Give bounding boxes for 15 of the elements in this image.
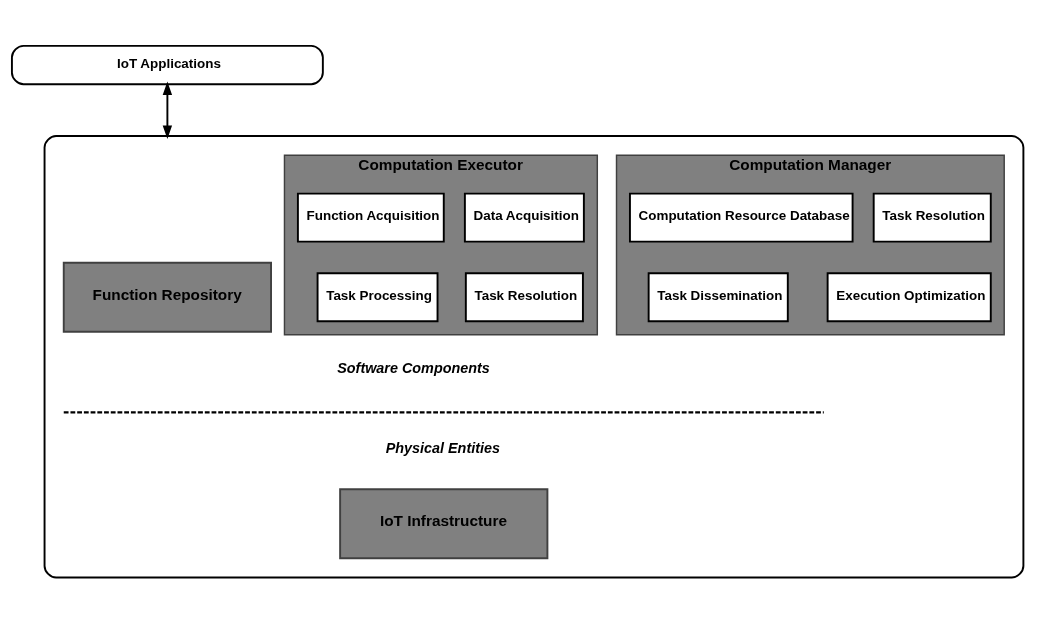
- node-box: Function Acquisition: [296, 192, 445, 243]
- label: Physical Entities: [385, 439, 500, 456]
- cluster: [43, 134, 1025, 578]
- node-box: Data Acquisition: [463, 192, 585, 243]
- node-box: Computation Resource Database: [629, 192, 854, 243]
- node-box: Task Resolution: [464, 271, 584, 322]
- node-box: IoT Infrastructure: [339, 487, 549, 559]
- label: Software Components: [337, 359, 490, 376]
- node-box: IoT Applications: [10, 44, 324, 85]
- node-box: Function Repository: [62, 261, 272, 333]
- node-box: Task Resolution: [872, 192, 992, 243]
- node-box: Task Processing: [316, 271, 439, 322]
- node-box: Task Dissemination: [647, 271, 789, 322]
- arrow: [162, 81, 173, 139]
- node-box: Execution Optimization: [826, 271, 992, 322]
